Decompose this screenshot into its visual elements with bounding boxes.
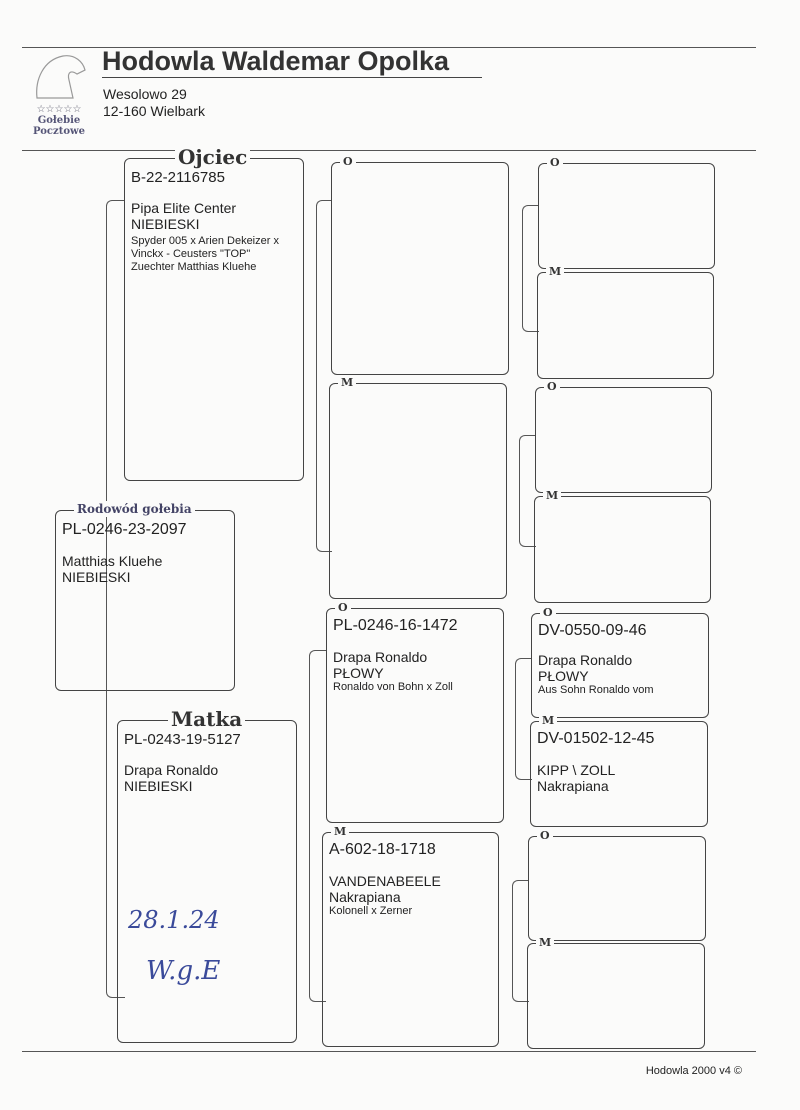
pigeon-color: NIEBIESKI: [131, 216, 200, 232]
sire-label: O: [340, 154, 356, 170]
dam-label: M: [331, 824, 350, 840]
divider: [22, 150, 756, 151]
pedigree-note: Aus Sohn Ronaldo vom: [538, 684, 654, 696]
footer-text: Hodowla 2000 v4 ©: [645, 1065, 742, 1077]
ring-number: DV-0550-09-46: [538, 622, 647, 639]
granddam-box: M: [329, 375, 507, 599]
dam-label: M: [539, 713, 558, 729]
connector: [106, 200, 125, 998]
ring-number: DV-01502-12-45: [537, 730, 655, 747]
ring-number: PL-0246-23-2097: [62, 521, 187, 538]
mother-label: Matka: [168, 707, 246, 731]
pigeon-name: Matthias Kluehe: [62, 553, 163, 569]
connector: [522, 205, 539, 332]
connector: [519, 435, 536, 547]
pedigree-note: Ronaldo von Bohn x Zoll: [333, 681, 453, 693]
pigeon-color: Nakrapiana: [537, 778, 609, 794]
sire-label: O: [537, 828, 553, 844]
divider: [22, 1051, 756, 1052]
sire-label: O: [540, 605, 556, 621]
pigeon-color: NIEBIESKI: [124, 778, 193, 794]
address-line: Wesolowo 29: [103, 86, 187, 102]
dam-label: M: [338, 375, 357, 391]
dam-label: M: [546, 264, 565, 280]
dam-label: M: [543, 488, 562, 504]
eagle-icon: [36, 55, 86, 99]
address-line: 12-160 Wielbark: [103, 103, 205, 119]
grandsire-box: O: [331, 154, 509, 375]
connector: [309, 650, 326, 1002]
pedigree-note: Vinckx - Ceusters "TOP": [131, 248, 251, 260]
handwritten-signature: W.g.E: [146, 956, 221, 986]
handwritten-date: 28.1.24: [128, 906, 220, 934]
ancestor-box: M: [527, 935, 705, 1049]
pigeon-name: Drapa Ronaldo: [124, 762, 219, 778]
ancestor-box: M: [534, 488, 711, 603]
pigeon-color: Nakrapiana: [329, 889, 401, 905]
ancestor-box: O: [535, 379, 712, 493]
pigeon-name: Drapa Ronaldo: [538, 652, 633, 668]
ring-number: PL-0243-19-5127: [124, 731, 241, 748]
father-box: Ojciec B-22-2116785 Pipa Elite Center NI…: [124, 145, 304, 481]
pedigree-note: Zuechter Matthias Kluehe: [131, 261, 257, 273]
pigeon-color: PŁOWY: [538, 668, 589, 684]
ancestor-box: O: [538, 155, 715, 269]
ring-number: B-22-2116785: [131, 169, 225, 186]
logo-text: Pocztowe: [33, 126, 85, 137]
pigeon-label: Rodowód gołebia: [74, 501, 195, 517]
sire-label: O: [544, 379, 560, 395]
logo-text: Gołebie: [37, 115, 81, 126]
pigeon-name: Pipa Elite Center: [131, 200, 237, 216]
mother-box: Matka PL-0243-19-5127 Drapa Ronaldo NIEB…: [117, 707, 297, 1043]
ring-number: A-602-18-1718: [329, 841, 436, 858]
pigeon-box: Rodowód gołebia PL-0246-23-2097 Matthias…: [55, 501, 235, 691]
pedigree-note: Kolonell x Zerner: [329, 905, 413, 917]
pigeon-name: VANDENABEELE: [329, 873, 441, 889]
sire-label: O: [335, 600, 351, 616]
pigeon-name: Drapa Ronaldo: [333, 649, 428, 665]
divider: [22, 47, 756, 48]
connector: [515, 658, 532, 780]
ring-number: PL-0246-16-1472: [333, 617, 458, 634]
logo-stars: ☆☆☆☆☆: [36, 104, 82, 115]
granddam-box: M A-602-18-1718 VANDENABEELE Nakrapiana …: [322, 824, 499, 1047]
grandsire-box: O PL-0246-16-1472 Drapa Ronaldo PŁOWY Ro…: [326, 600, 504, 823]
page-title: Hodowla Waldemar Opolka: [102, 46, 482, 78]
sire-label: O: [547, 155, 563, 171]
connector: [316, 200, 332, 552]
pedigree-note: Spyder 005 x Arien Dekeizer x: [131, 235, 279, 247]
ancestor-box: M: [537, 264, 714, 379]
pigeon-color: NIEBIESKI: [62, 569, 131, 585]
ancestor-box: M DV-01502-12-45 KIPP \ ZOLL Nakrapiana: [530, 713, 708, 827]
logo: ☆☆☆☆☆ Gołebie Pocztowe: [24, 50, 94, 137]
pigeon-color: PŁOWY: [333, 665, 384, 681]
dam-label: M: [536, 935, 555, 951]
father-label: Ojciec: [175, 145, 251, 169]
ancestor-box: O: [528, 828, 706, 941]
ancestor-box: O DV-0550-09-46 Drapa Ronaldo PŁOWY Aus …: [531, 605, 709, 718]
connector: [512, 880, 529, 1002]
pigeon-name: KIPP \ ZOLL: [537, 762, 616, 778]
